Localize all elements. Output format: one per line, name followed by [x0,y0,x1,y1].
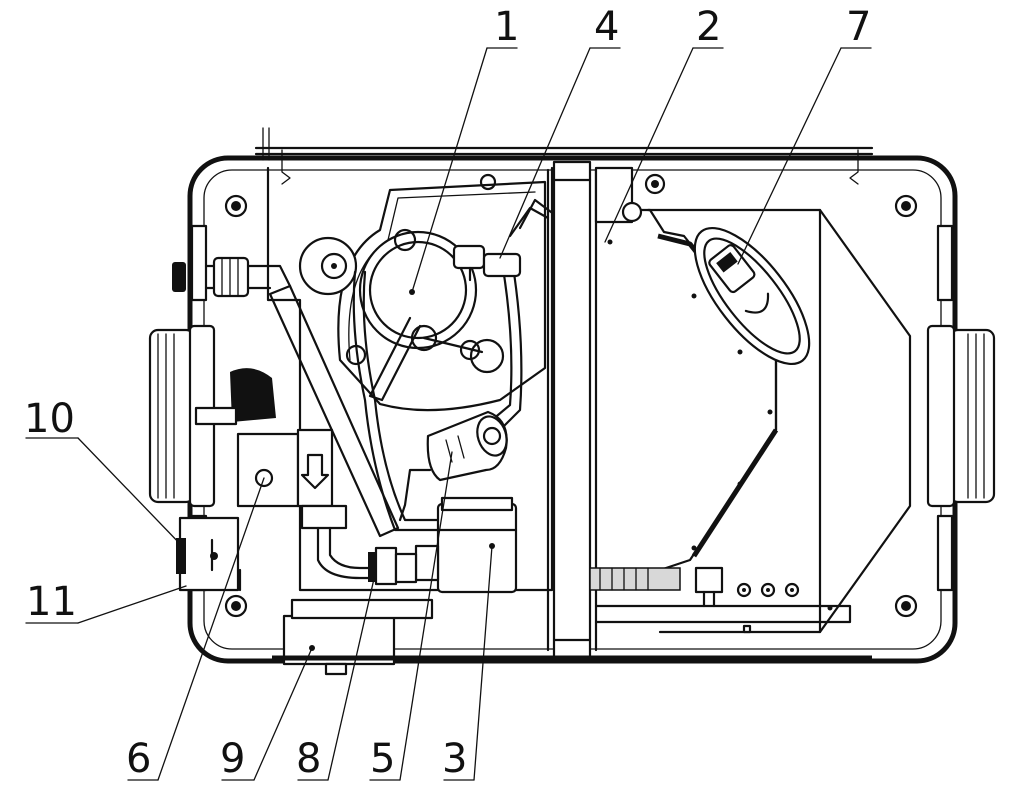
callout-3: 3 [442,736,467,782]
filter-drier [426,410,508,482]
callout-8: 8 [296,736,321,782]
callout-5: 5 [370,736,395,782]
electronic-box [414,496,518,594]
connector [368,546,418,586]
filter-cartridge [693,226,811,366]
terminal-block [176,516,242,592]
callout-6: 6 [126,736,151,782]
corner-screws [224,173,918,618]
callout-labels: 1 4 2 7 10 11 6 9 8 5 3 [24,4,871,782]
callout-7: 7 [846,4,871,50]
fan-cap [298,236,358,296]
compressor-assembly [337,180,547,412]
callout-9: 9 [220,736,245,782]
callout-1: 1 [494,4,519,50]
callout-10: 10 [24,396,75,442]
right-duct-collar [926,324,996,508]
heat-exchanger [594,166,912,634]
leader-lines [25,47,872,781]
callout-2: 2 [696,4,721,50]
callout-4: 4 [594,4,619,50]
callout-11: 11 [26,579,77,625]
solenoid-valve [236,428,382,580]
central-divider [546,160,598,660]
bottom-terminal-strip [589,566,852,634]
